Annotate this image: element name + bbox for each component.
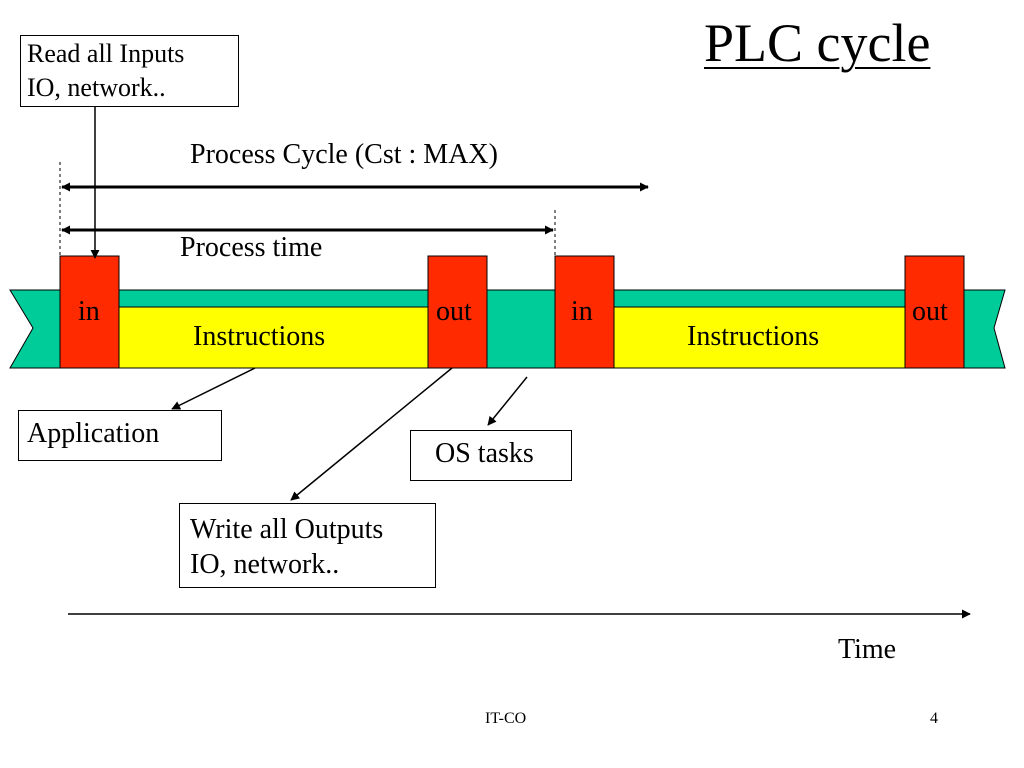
input-block-2: [554, 255, 615, 369]
instructions-bar-2-label: Instructions: [687, 321, 820, 352]
input-block-1-label: in: [78, 296, 100, 327]
application-callout: Application: [18, 410, 222, 461]
process-cycle-label: Process Cycle (Cst : MAX): [190, 139, 498, 170]
footer-organization: IT-CO: [485, 710, 527, 727]
output-block-1-label: out: [436, 296, 472, 327]
input-block-1: [59, 255, 120, 369]
read-inputs-line2: IO, network..: [27, 73, 166, 102]
page-number: 4: [930, 710, 938, 727]
read-inputs-line1: Read all Inputs: [27, 39, 185, 68]
write-outputs-line2: IO, network..: [190, 549, 340, 580]
read-inputs-callout: Read all Inputs IO, network..: [20, 35, 239, 107]
instructions-bar-1-label: Instructions: [193, 321, 326, 352]
instructions-bar-1: [118, 306, 429, 369]
os-tasks-connector: [487, 376, 528, 426]
application-connector: [171, 367, 256, 410]
process-time-label: Process time: [180, 232, 323, 263]
input-block-2-label: in: [571, 296, 593, 327]
write-outputs-line1: Write all Outputs: [190, 514, 384, 545]
write-outputs-connector: [290, 367, 453, 501]
output-block-2: [904, 255, 965, 369]
application-label: Application: [27, 418, 160, 449]
os-tasks-label: OS tasks: [435, 438, 534, 469]
os-tasks-callout: OS tasks: [410, 430, 572, 481]
output-block-1: [427, 255, 488, 369]
time-axis-label: Time: [838, 634, 897, 665]
write-outputs-callout: Write all Outputs IO, network..: [179, 503, 436, 588]
output-block-2-label: out: [912, 296, 948, 327]
slide-title: PLC cycle: [704, 13, 931, 73]
